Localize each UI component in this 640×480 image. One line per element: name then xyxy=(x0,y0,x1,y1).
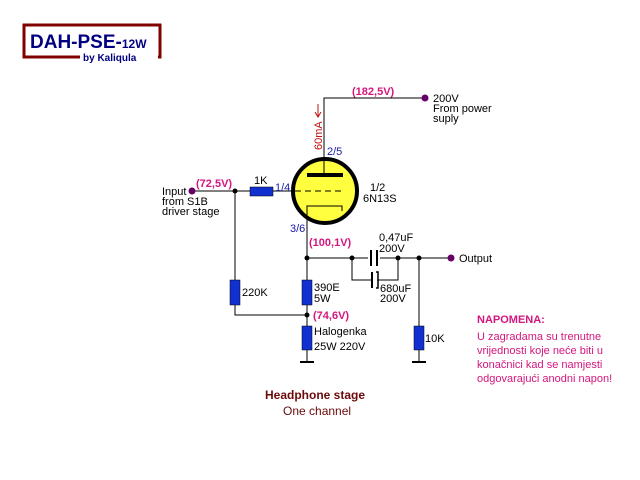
tube-6n13s xyxy=(291,157,359,225)
junctions xyxy=(232,188,422,318)
label-10k: 10K xyxy=(425,333,445,345)
voltage-cathode: (100,1V) xyxy=(309,237,352,249)
capacitor-047uf xyxy=(368,250,380,266)
caption-subtitle: One channel xyxy=(283,404,351,418)
voltage-grid: (72,5V) xyxy=(196,178,232,190)
note-line: U zagradama su trenutne xyxy=(477,331,601,343)
input-line3: driver stage xyxy=(162,206,219,218)
label-220k: 220K xyxy=(242,287,268,299)
note-line: vrijednosti koje neće biti u xyxy=(477,345,603,357)
label-c2-voltage: 200V xyxy=(380,293,406,305)
note-line: konačnici kad se namjesti xyxy=(477,359,602,371)
current-arrow-icon xyxy=(314,104,322,118)
resistor-10k xyxy=(413,325,425,351)
resistor-1k xyxy=(249,186,274,197)
pin-cathode: 3/6 xyxy=(290,223,305,235)
voltage-mid: (74,6V) xyxy=(313,310,349,322)
label-1k: 1K xyxy=(254,175,268,187)
current-label: 60mA xyxy=(313,121,325,150)
label-halogenka: Halogenka xyxy=(314,326,367,338)
caption-title: Headphone stage xyxy=(265,388,365,402)
title-author: by Kaliqula xyxy=(83,53,137,64)
label-c1-value: 0,47uF xyxy=(379,232,414,244)
resistor-390e xyxy=(301,279,313,306)
capacitor-680uf xyxy=(371,271,379,289)
label-390e: 390E xyxy=(314,282,340,294)
note-heading: NAPOMENA: xyxy=(477,314,545,326)
pin-grid: 1/4 xyxy=(275,182,290,194)
supply-line2: From power xyxy=(433,103,492,115)
input-line1: Input xyxy=(162,186,186,198)
resistor-220k xyxy=(229,279,241,306)
input-line2: from S1B xyxy=(162,196,208,208)
note-line: odgovarajući anodni napon! xyxy=(477,373,612,385)
label-c1-voltage: 200V xyxy=(379,243,405,255)
supply-line1: 200V xyxy=(433,93,459,105)
output-label: Output xyxy=(459,253,492,265)
label-c2-value: 680uF xyxy=(380,283,411,295)
wires xyxy=(192,97,450,363)
pin-anode: 2/5 xyxy=(327,146,342,158)
supply-line3: suply xyxy=(433,113,459,125)
tube-name-1: 1/2 xyxy=(370,182,385,194)
lamp-halogenka xyxy=(301,325,313,351)
label-5w: 5W xyxy=(314,293,331,305)
tube-name-2: 6N13S xyxy=(363,193,397,205)
input-terminal xyxy=(188,187,196,195)
title-main: DAH-PSE-12W xyxy=(30,32,147,53)
title-block: DAH-PSE-12W by Kaliqula xyxy=(22,23,162,64)
output-terminal xyxy=(447,254,455,262)
voltage-anode: (182,5V) xyxy=(352,86,395,98)
supply-terminal xyxy=(421,94,429,102)
label-lamp-rating: 25W 220V xyxy=(314,341,366,353)
